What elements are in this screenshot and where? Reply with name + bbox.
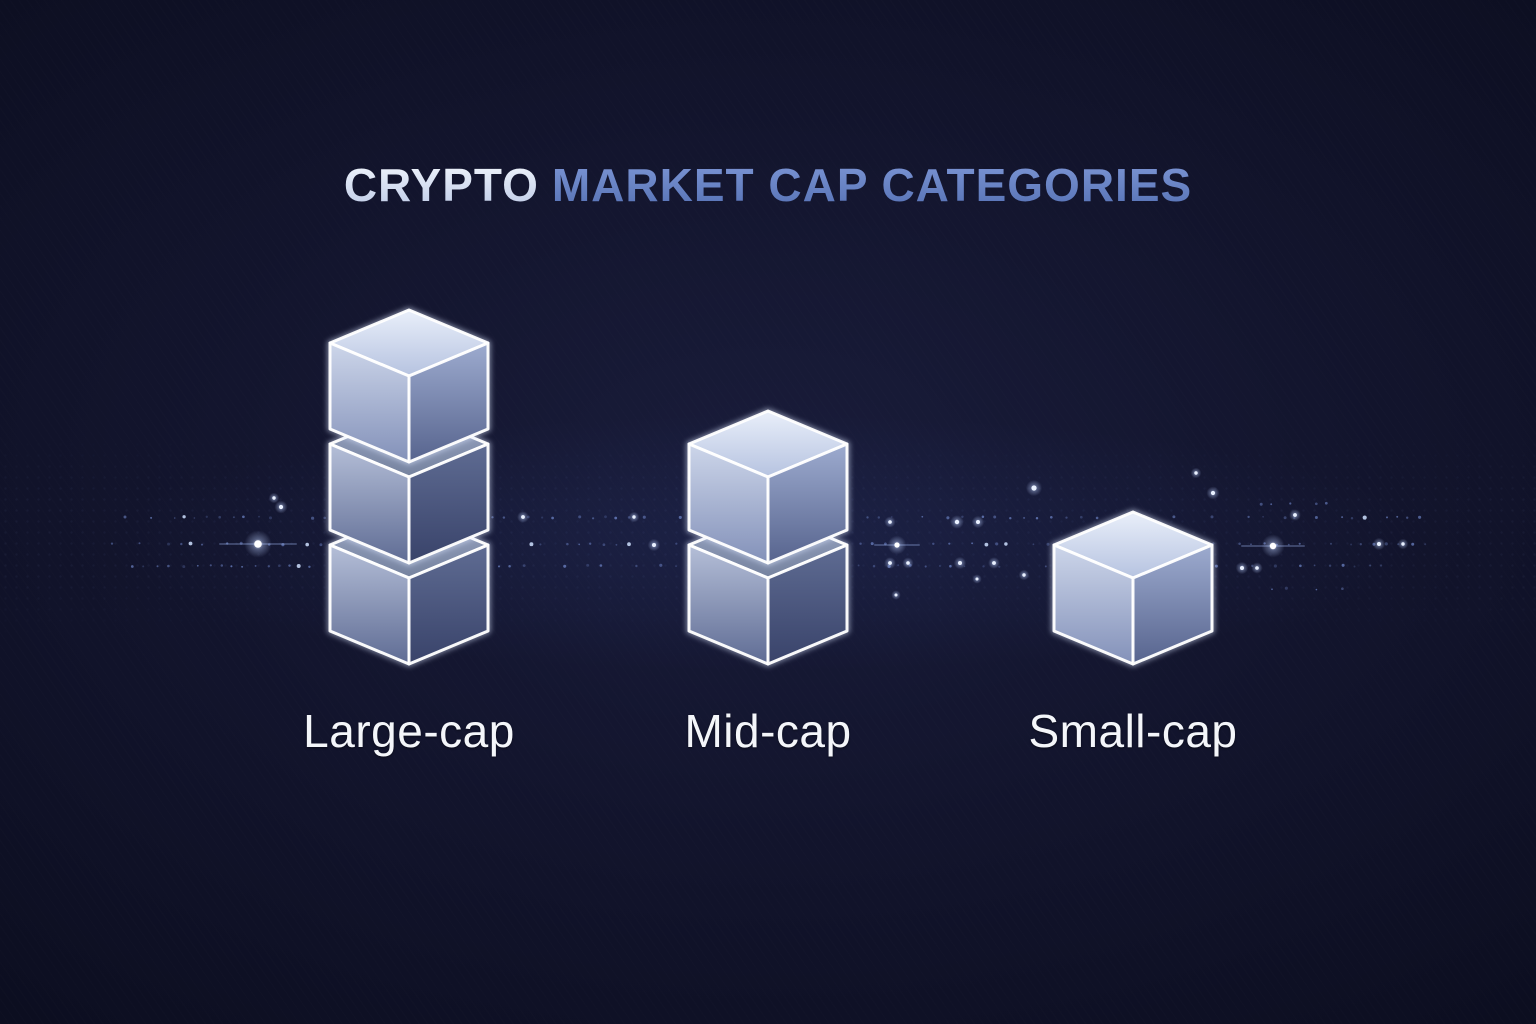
cube: [1051, 509, 1215, 667]
cube-stack-mid-cap: [686, 408, 850, 667]
category-label-large-cap: Large-cap: [303, 705, 515, 757]
title-accent-text: MARKET CAP CATEGORIES: [551, 159, 1193, 211]
cube-stack-small-cap: [1051, 509, 1215, 667]
category-label-small-cap: Small-cap: [1028, 705, 1238, 757]
category-label-mid-cap: Mid-cap: [684, 705, 852, 757]
cube: [686, 408, 850, 566]
cube-stack-large-cap: [327, 307, 491, 667]
title-prefix: CRYPTO: [343, 159, 539, 211]
cube: [327, 307, 491, 465]
